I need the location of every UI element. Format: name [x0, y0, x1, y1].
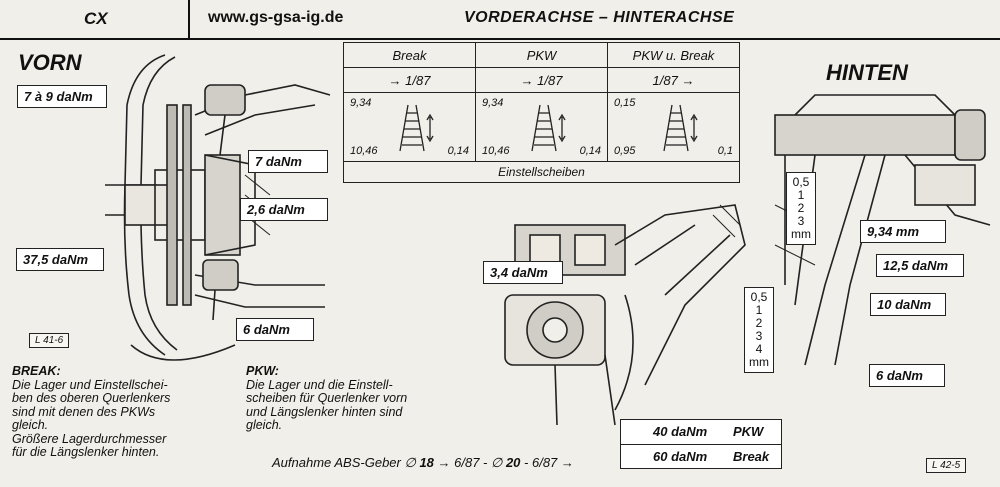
col-date-pkw: → 1/87 [475, 67, 608, 93]
front-torque-lower-ball: 6 daNm [236, 318, 314, 341]
pkw-note: PKW: Die Lager und die Einstell- scheibe… [246, 364, 408, 432]
front-torque-hub-nut: 37,5 daNm [16, 248, 104, 271]
col-date-break: → 1/87 [343, 67, 476, 93]
front-figure-code: L 41-6 [29, 333, 70, 348]
shim-bottom-right-value: 0,14 [447, 145, 469, 157]
rear-shim-sizes-upper: 0,5 1 2 3 mm [786, 172, 816, 245]
rear-figure-code: L 42-5 [926, 458, 967, 473]
shim-stack-icon [663, 104, 698, 152]
rear-dimension-label: 9,34 mm [860, 220, 946, 243]
shim-bottom-right-value: 0,1 [717, 145, 733, 157]
shim-bottom-left-value: 0,95 [614, 145, 636, 157]
front-title: VORN [18, 50, 82, 75]
shim-spec-table: Break PKW PKW u. Break → 1/87 → 1/87 1/8… [343, 42, 740, 183]
rear-torque-upper: 12,5 daNm [876, 254, 964, 277]
shim-top-value: 9,34 [350, 97, 372, 109]
col-header-break: Break [343, 42, 476, 68]
rear-torque-middle: 10 daNm [870, 293, 946, 316]
shim-top-value: 0,15 [614, 97, 636, 109]
shim-bottom-left-value: 10,46 [350, 145, 378, 157]
shim-top-value: 9,34 [482, 97, 504, 109]
header-bar: CX www.gs-gsa-ig.de VORDERACHSE – HINTER… [0, 0, 1000, 40]
col-date-pkw-break: 1/87 → [607, 67, 740, 93]
shim-cell-break: 9,34 10,46 0,14 [343, 92, 476, 162]
pkw-note-title: PKW: [246, 364, 279, 378]
shim-cell-pkw: 9,34 10,46 0,14 [475, 92, 608, 162]
break-note-title: BREAK: [12, 364, 61, 378]
col-header-pkw-break: PKW u. Break [607, 42, 740, 68]
header-divider [188, 0, 190, 38]
rear-arm-drawing [504, 204, 746, 426]
shim-cell-pkw-break: 0,15 0,95 0,1 [607, 92, 740, 162]
website-url: www.gs-gsa-ig.de [208, 9, 344, 26]
shim-bottom-right-value: 0,14 [579, 145, 601, 157]
rear-title: HINTEN [826, 60, 908, 85]
front-torque-upper-arm: 7 daNm [248, 150, 328, 173]
front-axle-drawing [105, 54, 331, 361]
shim-table-footer: Einstellscheiben [343, 161, 740, 183]
model-label: CX [84, 9, 108, 28]
rear-shim-sizes-lower: 0,5 1 2 3 4 mm [744, 287, 774, 373]
abs-sensor-note: Aufnahme ABS-Geber ∅ 18 → 6/87 - ∅ 20 - … [272, 455, 574, 470]
shim-stack-icon [531, 104, 566, 152]
front-torque-upper-ball: 7 à 9 daNm [17, 85, 107, 108]
shim-stack-icon [399, 104, 434, 152]
col-header-pkw: PKW [475, 42, 608, 68]
shim-bottom-left-value: 10,46 [482, 145, 510, 157]
rear-torque-lower: 6 daNm [869, 364, 945, 387]
front-torque-hub-bolts: 2,6 daNm [240, 198, 328, 221]
break-note: BREAK: Die Lager und Einstellschei- ben … [12, 364, 171, 459]
rear-torque-cover: 3,4 daNm [483, 261, 563, 284]
page-title: VORDERACHSE – HINTERACHSE [464, 9, 735, 26]
rear-axle-drawing [774, 94, 991, 366]
